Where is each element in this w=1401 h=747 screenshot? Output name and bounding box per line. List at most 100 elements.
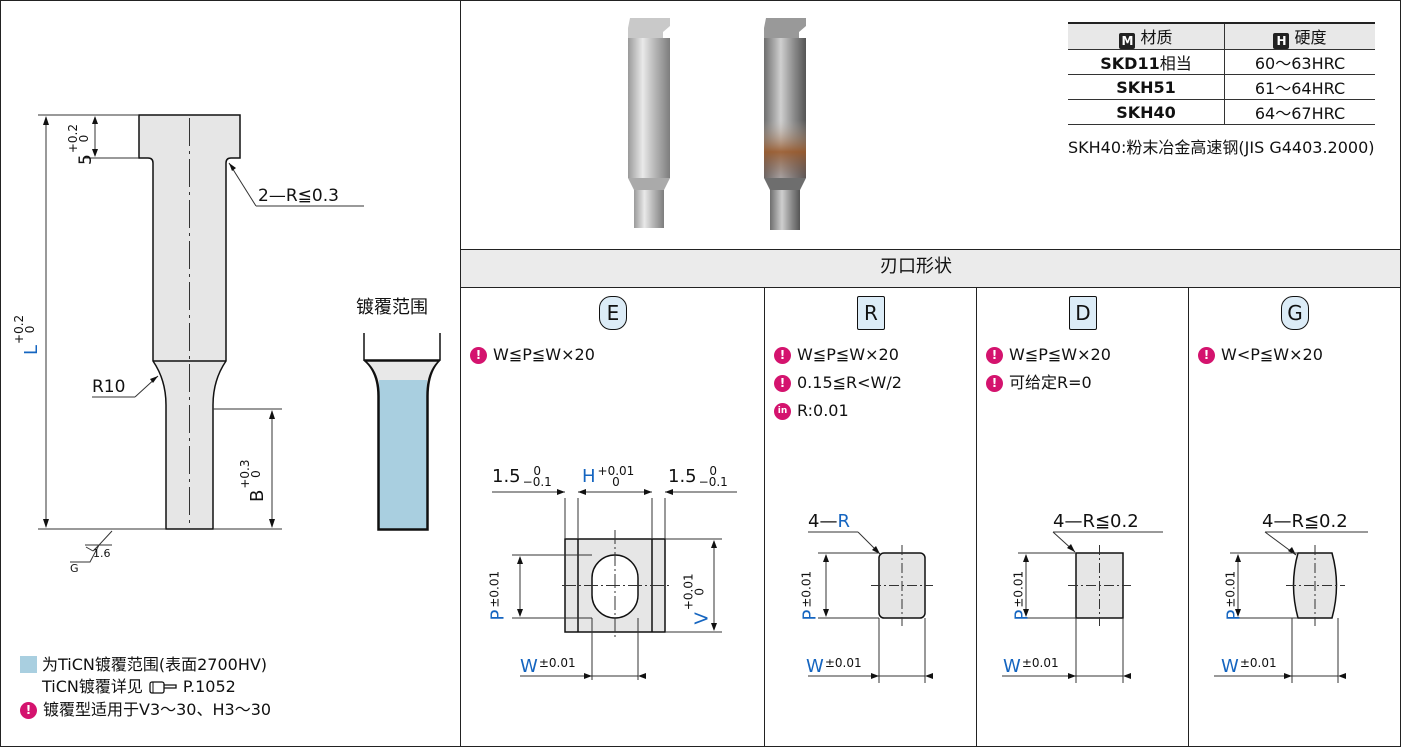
legend-text: 为TiCN镀覆范围(表面2700HV) <box>42 655 268 674</box>
shape-R-dim-P: P±0.01 <box>790 556 830 621</box>
dim-5-value: 5 <box>76 154 96 165</box>
dim-W-tol: ±0.01 <box>1021 656 1059 670</box>
dim-P-tol: ±0.01 <box>1011 570 1026 608</box>
dim-W-value: W <box>806 656 824 677</box>
dim-15-upper: 0 <box>709 464 718 478</box>
dim-V-lower: 0 <box>692 587 707 596</box>
material-suffix: 相当 <box>1159 54 1192 73</box>
header-material-text: 材质 <box>1140 28 1173 47</box>
coating-note: ! 镀覆型适用于V3～30、H3～30 <box>20 700 271 720</box>
dim-H-upper: +0.01 <box>597 464 635 478</box>
cond-text: W≦P≦W×20 <box>1009 345 1111 364</box>
product-photo <box>628 18 806 230</box>
dim-5-label: 5 +0.2 0 <box>62 115 100 165</box>
warning-icon: ! <box>986 374 1003 392</box>
material-badge-icon: M <box>1119 33 1136 49</box>
hardness-badge-icon: H <box>1273 33 1290 49</box>
legend-ref-text: TiCN镀覆详见 <box>42 677 143 696</box>
shape-E-drawing <box>492 489 737 680</box>
dim-W-tol: ±0.01 <box>538 656 576 670</box>
dim-W-value: W <box>1003 656 1021 677</box>
shape-tag-R: R <box>857 296 885 330</box>
shape-E-dim-15-right: 1.5 0 −0.1 <box>668 464 728 489</box>
cond-text: W<P≦W×20 <box>1221 345 1323 364</box>
dim-P-tol: ±0.01 <box>799 570 814 608</box>
pointing-hand-icon <box>149 679 177 695</box>
roughness-grade: G <box>70 562 79 575</box>
legend-color-square <box>20 656 37 673</box>
shape-G-dim-P: P±0.01 <box>1214 556 1254 621</box>
material-name: SKH51 <box>1116 77 1176 97</box>
table-row: SKH40 64～67HRC <box>1068 99 1375 125</box>
shape-G-drawing <box>1214 531 1368 683</box>
dim-H-value: H <box>582 466 596 487</box>
shape-D-corner: 4—R≦0.2 <box>1053 511 1139 532</box>
warning-icon: ! <box>1198 346 1215 364</box>
cond-text: 0.15≦R<W/2 <box>797 373 902 392</box>
dim-P-value: P <box>487 609 509 621</box>
warning-icon: ! <box>774 346 791 364</box>
cond-text: 可给定R=0 <box>1009 373 1092 392</box>
r10-label: R10 <box>92 377 126 397</box>
dim-15-upper: 0 <box>533 464 542 478</box>
dim-15-value: 1.5 <box>668 466 697 487</box>
shape-R-drawing <box>808 531 933 683</box>
dim-W-tol: ±0.01 <box>824 656 862 670</box>
dim-L-value: L <box>21 344 42 355</box>
material-name: SKH40 <box>1116 102 1176 122</box>
shape-D-dim-P: P±0.01 <box>1002 556 1042 621</box>
shape-D-condition-2: ! 可给定R=0 <box>986 373 1092 393</box>
dim-P-tol: ±0.01 <box>487 570 502 608</box>
shape-R-condition-1: !W≦P≦W×20 <box>774 345 899 365</box>
dim-15-lower: −0.1 <box>522 475 552 489</box>
shape-D-dim-W: W±0.01 <box>1003 653 1059 677</box>
shape-E-dim-W: W±0.01 <box>520 653 576 677</box>
dim-15-value: 1.5 <box>492 466 521 487</box>
dim-L-label: L +0.2 0 <box>8 295 48 355</box>
legend-ref-row: TiCN镀覆详见 P.1052 <box>42 677 236 697</box>
shape-E-dim-15-left: 1.5 0 −0.1 <box>492 464 552 489</box>
corner-R: R <box>837 511 850 532</box>
dim-B-label: B +0.3 0 <box>236 440 276 503</box>
dim-V-value: V <box>691 612 713 625</box>
material-name: SKD11 <box>1100 54 1160 73</box>
dim-H-lower: 0 <box>612 475 620 489</box>
shape-R-condition-2: !0.15≦R<W/2 <box>774 373 902 393</box>
dim-P-value: P <box>1223 609 1245 621</box>
shape-tag-D: D <box>1069 296 1097 330</box>
shape-E-condition: ! W≦P≦W×20 <box>470 345 595 365</box>
shape-E-cond-text: W≦P≦W×20 <box>493 345 595 364</box>
shape-R-dim-W: W±0.01 <box>806 653 862 677</box>
shape-G-condition-1: ! W<P≦W×20 <box>1198 345 1323 365</box>
dim-B-lower-tol: 0 <box>249 470 263 478</box>
dim-P-value: P <box>1011 609 1033 621</box>
corner-radius-note: 2—R≦0.3 <box>258 186 339 206</box>
shape-E-dim-V: V +0.01 0 <box>678 556 718 624</box>
shape-G-corner: 4—R≦0.2 <box>1262 511 1348 532</box>
info-icon: in <box>774 402 791 420</box>
dim-15-lower: −0.1 <box>698 475 728 489</box>
cond-text: R:0.01 <box>797 401 849 420</box>
shape-R-condition-3: in R:0.01 <box>774 401 849 421</box>
hardness-value: 64～67HRC <box>1224 99 1375 125</box>
section-title: 刃口形状 <box>880 256 952 277</box>
dim-W-value: W <box>1221 656 1239 677</box>
corner-prefix: 4— <box>808 511 838 532</box>
shape-G-dim-W: W±0.01 <box>1221 653 1277 677</box>
shape-E-dim-P: P±0.01 <box>478 556 518 621</box>
shape-D-drawing <box>1002 531 1163 683</box>
header-hardness-text: 硬度 <box>1294 28 1327 47</box>
coating-area <box>379 380 427 529</box>
hardness-value: 60～63HRC <box>1224 49 1375 75</box>
warning-icon: ! <box>470 346 487 364</box>
dim-W-value: W <box>520 656 538 677</box>
table-row: SKD11相当 60～63HRC <box>1068 49 1375 75</box>
roughness-value: 1.6 <box>93 547 111 560</box>
legend-ref-page[interactable]: P.1052 <box>182 677 236 696</box>
coating-range-title: 镀覆范围 <box>356 297 428 318</box>
shape-E-dim-H: H +0.01 0 <box>582 464 635 489</box>
